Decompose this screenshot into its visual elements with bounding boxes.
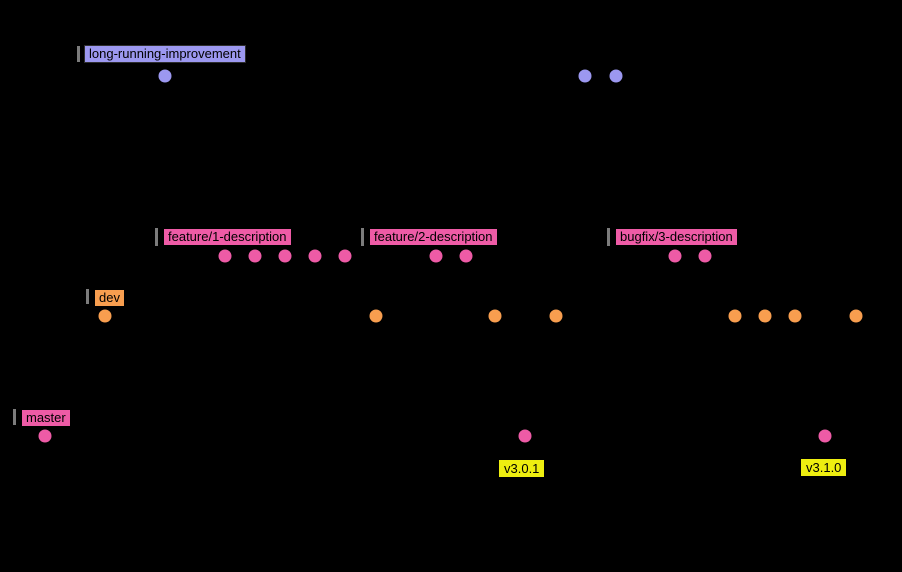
commit-dot-dev: [547, 307, 565, 325]
commit-dot-feature-2-description: [427, 247, 445, 265]
commit-dot-feature-1-description: [246, 247, 264, 265]
commit-dot-dev: [847, 307, 865, 325]
commit-dot-dev: [786, 307, 804, 325]
branch-line-stub: [13, 409, 16, 425]
commit-dot-dev: [96, 307, 114, 325]
branch-label-master: master: [20, 408, 72, 428]
commit-dot-feature-1-description: [276, 247, 294, 265]
commit-dot-master: [816, 427, 834, 445]
branch-label-feature-1-description: feature/1-description: [162, 227, 293, 247]
commit-dot-long-running-improvement: [576, 67, 594, 85]
commit-dot-bugfix-3-description: [666, 247, 684, 265]
branch-label-long-running-improvement: long-running-improvement: [84, 45, 246, 63]
branch-line-stub: [86, 289, 89, 304]
commit-dot-feature-1-description: [216, 247, 234, 265]
branch-line-stub: [155, 228, 158, 246]
branch-line-stub: [361, 228, 364, 246]
commit-dot-dev: [756, 307, 774, 325]
commit-dot-bugfix-3-description: [696, 247, 714, 265]
commit-dot-feature-1-description: [306, 247, 324, 265]
branch-line-stub: [607, 228, 610, 246]
commit-dot-long-running-improvement: [156, 67, 174, 85]
commit-dot-feature-1-description: [336, 247, 354, 265]
tag-label-v3.0.1: v3.0.1: [497, 458, 547, 479]
commit-dot-feature-2-description: [457, 247, 475, 265]
branch-label-bugfix-3-description: bugfix/3-description: [614, 227, 739, 247]
tag-label-v3.1.0: v3.1.0: [799, 457, 849, 478]
commit-dot-dev: [726, 307, 744, 325]
commit-dot-dev: [486, 307, 504, 325]
commit-dot-long-running-improvement: [607, 67, 625, 85]
branch-label-dev: dev: [93, 288, 126, 308]
commit-dot-master: [36, 427, 54, 445]
branch-label-feature-2-description: feature/2-description: [368, 227, 499, 247]
commit-dot-master: [516, 427, 534, 445]
branch-line-stub: [77, 46, 80, 62]
commit-dot-dev: [367, 307, 385, 325]
